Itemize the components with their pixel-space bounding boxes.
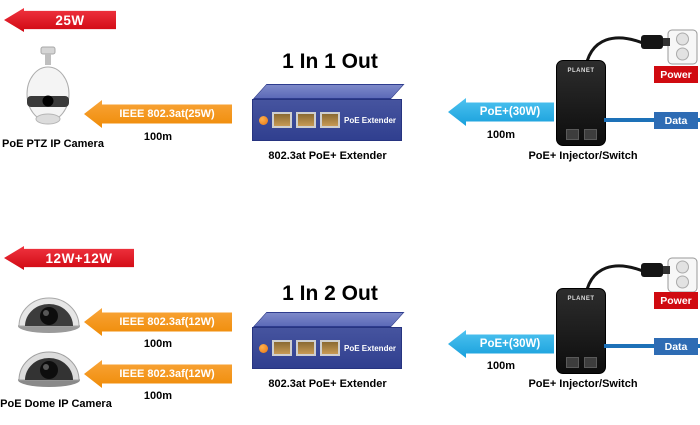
injector-ports — [565, 357, 597, 368]
dome-camera-icon — [18, 297, 80, 333]
power-outlet-icon — [667, 29, 698, 65]
poe-injector-device: PLANET — [556, 60, 606, 146]
injector-brand-label: PLANET — [567, 296, 595, 302]
data-line — [604, 118, 700, 122]
power-badge: Power — [654, 292, 698, 309]
injector-link-label: PoE+(30W) — [479, 106, 541, 118]
extender-caption: 802.3at PoE+ Extender — [268, 378, 387, 390]
camera-link-arrow: IEEE 802.3af(12W) — [84, 308, 232, 336]
injector-link-arrow: PoE+(30W) — [448, 330, 554, 358]
rj45-port-icon — [320, 112, 340, 128]
section-title: 1 In 1 Out — [282, 50, 378, 73]
rj45-port-icon — [565, 357, 579, 368]
power-outlet-plug — [583, 29, 698, 73]
power-badge: Power — [654, 66, 698, 83]
power-plug-icon — [641, 35, 663, 49]
planet-logo-icon — [259, 115, 268, 125]
power-plug-icon — [641, 263, 663, 277]
data-badge: Data — [654, 112, 698, 129]
injector-caption: PoE+ Injector/Switch — [528, 378, 638, 390]
camera-link-label: IEEE 802.3af(12W) — [119, 316, 215, 328]
rj45-port-icon — [583, 357, 597, 368]
extender-caption: 802.3at PoE+ Extender — [268, 150, 387, 162]
rj45-port-icon — [296, 340, 316, 356]
poe-extender-device: PoE Extender — [252, 312, 405, 369]
distance-label: 100m — [143, 338, 173, 350]
injector-link-label: PoE+(30W) — [479, 338, 541, 350]
data-line — [604, 344, 700, 348]
dome-camera-icon — [18, 351, 80, 387]
distance-label: 100m — [486, 129, 516, 141]
rj45-port-icon — [272, 340, 292, 356]
extender-device-label: PoE Extender — [344, 343, 397, 353]
rj45-port-icon — [583, 129, 597, 140]
extender-device-label: PoE Extender — [344, 115, 397, 125]
wattage-arrow: 25W — [4, 8, 116, 32]
wattage-label: 12W+12W — [45, 250, 113, 266]
camera-link-label: IEEE 802.3at(25W) — [119, 108, 215, 120]
distance-label: 100m — [143, 131, 173, 143]
camera-caption: PoE Dome IP Camera — [0, 398, 112, 410]
extender-top-face — [253, 312, 405, 327]
camera-caption: PoE PTZ IP Camera — [2, 138, 104, 150]
camera-link-label: IEEE 802.3af(12W) — [119, 368, 215, 380]
data-badge: Data — [654, 338, 698, 355]
planet-logo-icon — [259, 343, 268, 353]
section-title: 1 In 2 Out — [282, 282, 378, 305]
distance-label: 100m — [486, 360, 516, 372]
distance-label: 100m — [143, 390, 173, 402]
injector-link-arrow: PoE+(30W) — [448, 98, 554, 126]
ptz-camera-icon — [26, 46, 70, 125]
injector-caption: PoE+ Injector/Switch — [528, 150, 638, 162]
rj45-port-icon — [320, 340, 340, 356]
extender-front-face: PoE Extender — [252, 99, 402, 141]
rj45-port-icon — [272, 112, 292, 128]
poe-extender-device: PoE Extender — [252, 84, 405, 141]
injector-ports — [565, 129, 597, 140]
wattage-label: 25W — [55, 12, 85, 28]
rj45-port-icon — [565, 129, 579, 140]
camera-link-arrow: IEEE 802.3at(25W) — [84, 100, 232, 128]
injector-brand-label: PLANET — [567, 68, 595, 74]
rj45-port-icon — [296, 112, 316, 128]
wattage-arrow: 12W+12W — [4, 246, 134, 270]
poe-injector-device: PLANET — [556, 288, 606, 374]
extender-front-face: PoE Extender — [252, 327, 402, 369]
camera-link-arrow: IEEE 802.3af(12W) — [84, 360, 232, 388]
